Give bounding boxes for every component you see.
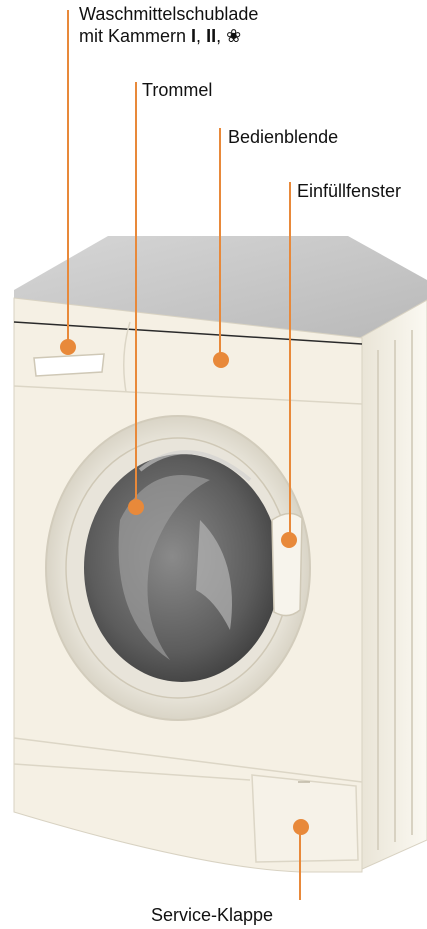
- service-flap-outline: [252, 775, 358, 862]
- label-loading-door: Einfüllfenster: [297, 180, 401, 202]
- label-detergent-drawer-line1: Waschmittelschublade: [79, 3, 258, 25]
- label-chambers-prefix: mit Kammern: [79, 26, 191, 46]
- callout-dot-control-panel: [213, 352, 229, 368]
- callout-dot-loading-door: [281, 532, 297, 548]
- label-control-panel: Bedienblende: [228, 126, 338, 148]
- softener-flower-icon: ❀: [226, 26, 241, 46]
- label-detergent-drawer-line2: mit Kammern I, II, ❀: [79, 25, 258, 47]
- door-handle: [272, 513, 302, 615]
- label-chamber-2: II: [206, 26, 216, 46]
- label-drum: Trommel: [142, 79, 212, 101]
- label-chamber-sep-1: ,: [196, 26, 206, 46]
- callout-dot-drum: [128, 499, 144, 515]
- callout-dot-service-flap: [293, 819, 309, 835]
- machine-side: [360, 300, 427, 870]
- label-detergent-drawer: Waschmittelschublade mit Kammern I, II, …: [79, 3, 258, 47]
- label-chamber-sep-2: ,: [216, 26, 226, 46]
- label-service-flap: Service-Klappe: [151, 904, 273, 926]
- detergent-drawer-handle: [34, 354, 104, 376]
- callout-dot-detergent-drawer: [60, 339, 76, 355]
